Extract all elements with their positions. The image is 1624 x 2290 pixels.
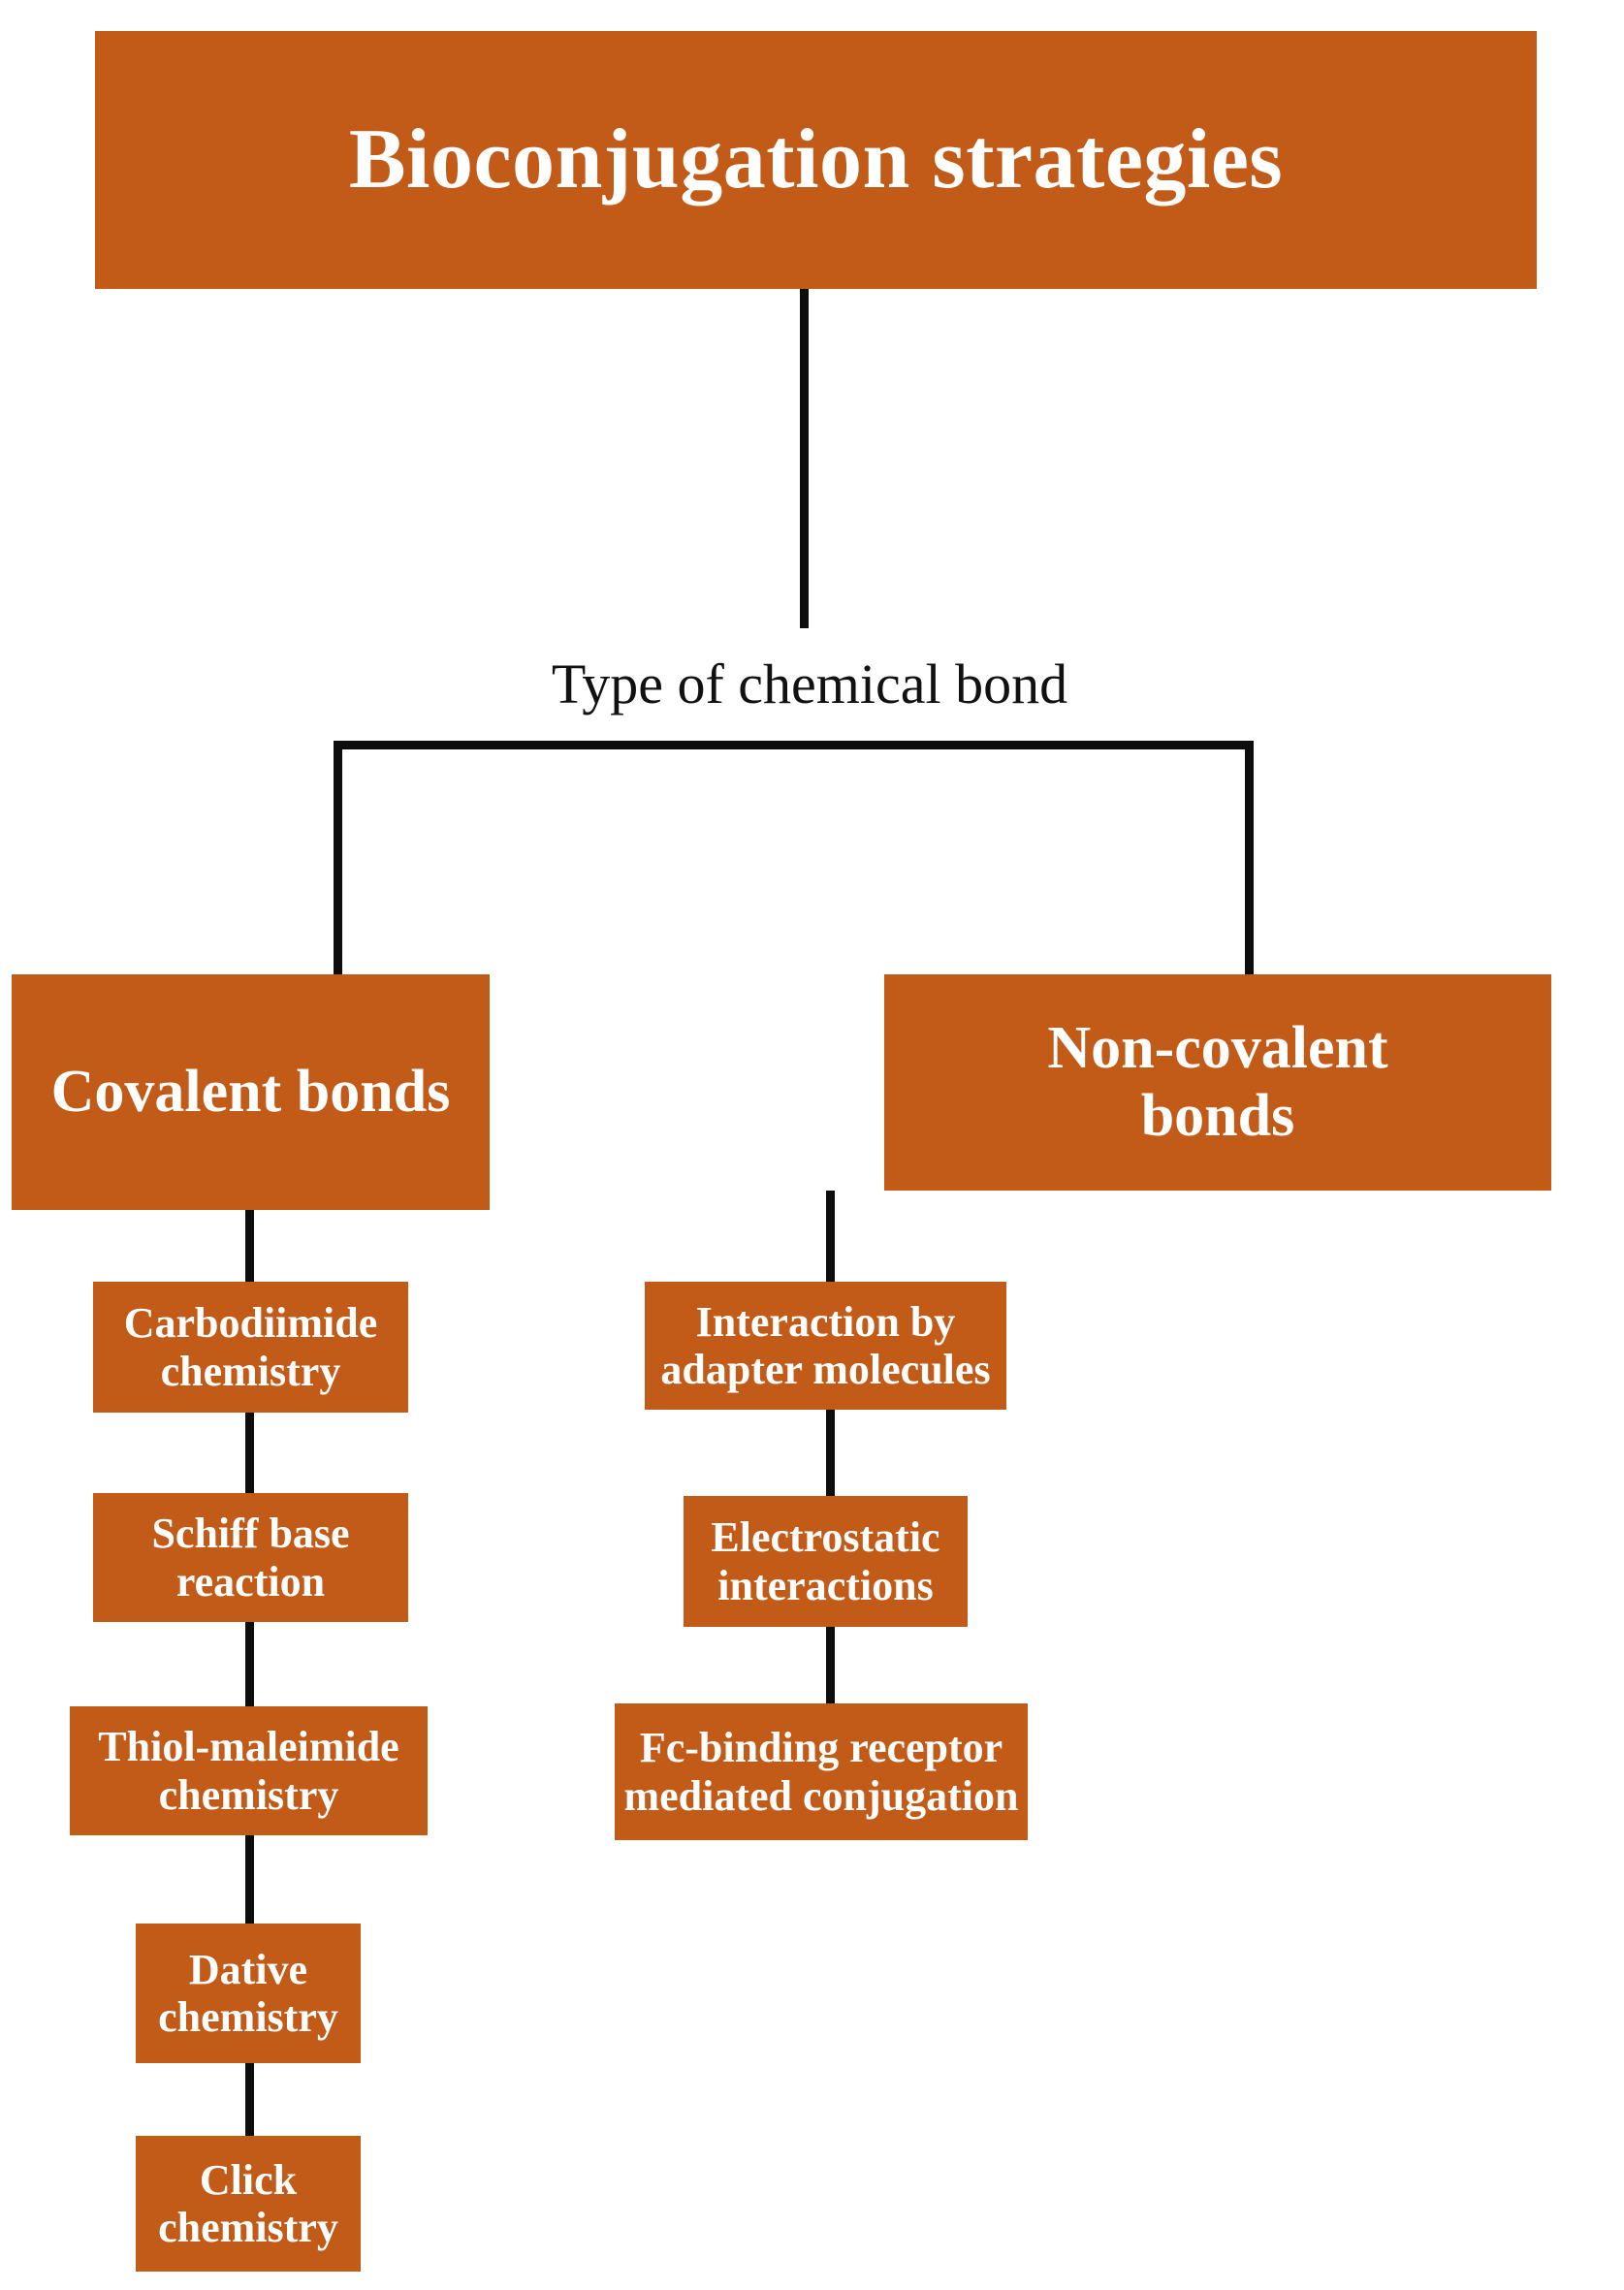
- leaf-node-interaction-by-adapter-molecules: Interaction by adapter molecules: [645, 1282, 1006, 1410]
- connector-title-to-split: [800, 289, 809, 628]
- leaf-node-fc-binding-receptor-mediated-conjugation: Fc-binding receptor mediated conjugation: [615, 1703, 1028, 1840]
- branch-header-covalent-bonds: Covalent bonds: [12, 974, 490, 1210]
- leaf-node-electrostatic-interactions: Electrostatic interactions: [684, 1496, 968, 1627]
- leaf-node-carbodiimide-chemistry: Carbodiimide chemistry: [93, 1282, 408, 1413]
- root-node-bioconjugation-strategies: Bioconjugation strategies: [95, 31, 1537, 289]
- leaf-node-thiol-maleimide-chemistry: Thiol-maleimide chemistry: [70, 1706, 428, 1835]
- connector-split-to-covalent: [334, 741, 342, 978]
- connector-split-to-non-covalent: [1245, 741, 1254, 978]
- branch-header-non-covalent-bonds: Non-covalent bonds: [884, 974, 1551, 1191]
- leaf-node-click-chemistry: Click chemistry: [136, 2136, 361, 2272]
- leaf-node-dative-chemistry: Dative chemistry: [136, 1924, 361, 2063]
- leaf-node-schiff-base-reaction: Schiff base reaction: [93, 1493, 408, 1622]
- connector-split-horizontal-bar: [334, 741, 1254, 749]
- split-criterion-label: Type of chemical bond: [551, 652, 1068, 716]
